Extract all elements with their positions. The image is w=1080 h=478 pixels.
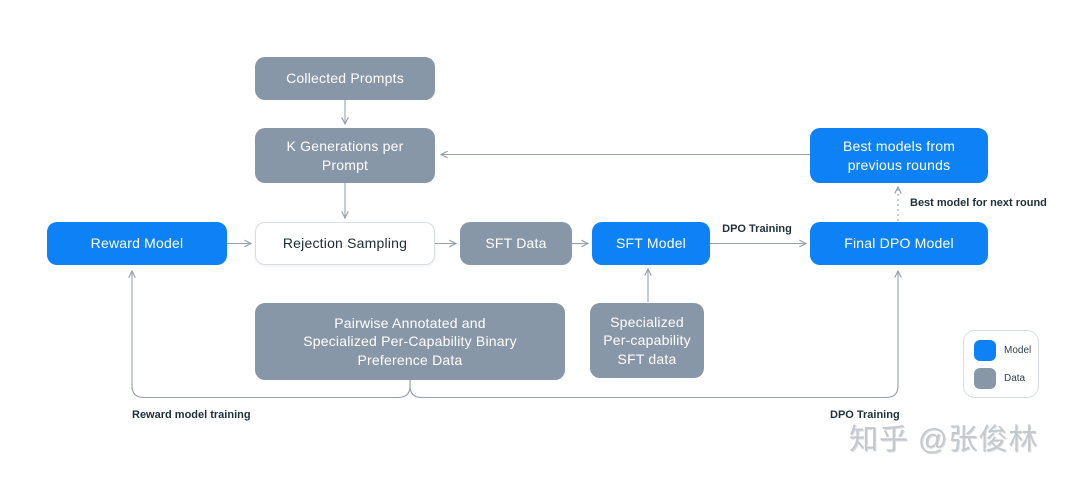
pairwise-line-2: Specialized Per-Capability Binary xyxy=(303,333,517,350)
legend-item-model: Model xyxy=(974,339,1038,361)
edge-label-dpo-training-bottom: DPO Training xyxy=(830,409,900,421)
legend-item-data: Data xyxy=(974,367,1038,389)
node-rejection-sampling: Rejection Sampling xyxy=(255,222,435,265)
node-specialized-sft-data: Specialized Per-capability SFT data xyxy=(590,303,704,378)
edge-label-reward-model-training: Reward model training xyxy=(132,409,251,421)
model-color-swatch xyxy=(974,339,996,361)
node-final-dpo-model: Final DPO Model xyxy=(810,222,988,265)
node-reward-model: Reward Model xyxy=(47,222,227,265)
node-sft-data: SFT Data xyxy=(460,222,572,265)
pairwise-line-1: Pairwise Annotated and xyxy=(334,314,486,331)
node-k-generations-per-prompt: K Generations per Prompt xyxy=(255,128,435,183)
node-collected-prompts: Collected Prompts xyxy=(255,57,435,100)
node-pairwise-preference-data: Pairwise Annotated and Specialized Per-C… xyxy=(255,303,565,380)
data-color-swatch xyxy=(974,367,996,389)
legend-data-label: Data xyxy=(1004,372,1026,384)
edge-label-dpo-training-top: DPO Training xyxy=(722,223,792,235)
node-best-models-previous-rounds: Best models from previous rounds xyxy=(810,128,988,183)
watermark-zhihu: 知乎 @张俊林 xyxy=(849,424,1039,456)
legend-model-label: Model xyxy=(1004,344,1032,356)
node-sft-model: SFT Model xyxy=(592,222,710,265)
edge-label-best-model-next-round: Best model for next round xyxy=(910,197,1047,209)
legend: Model Data xyxy=(963,330,1039,398)
pairwise-line-3: Preference Data xyxy=(357,351,463,368)
